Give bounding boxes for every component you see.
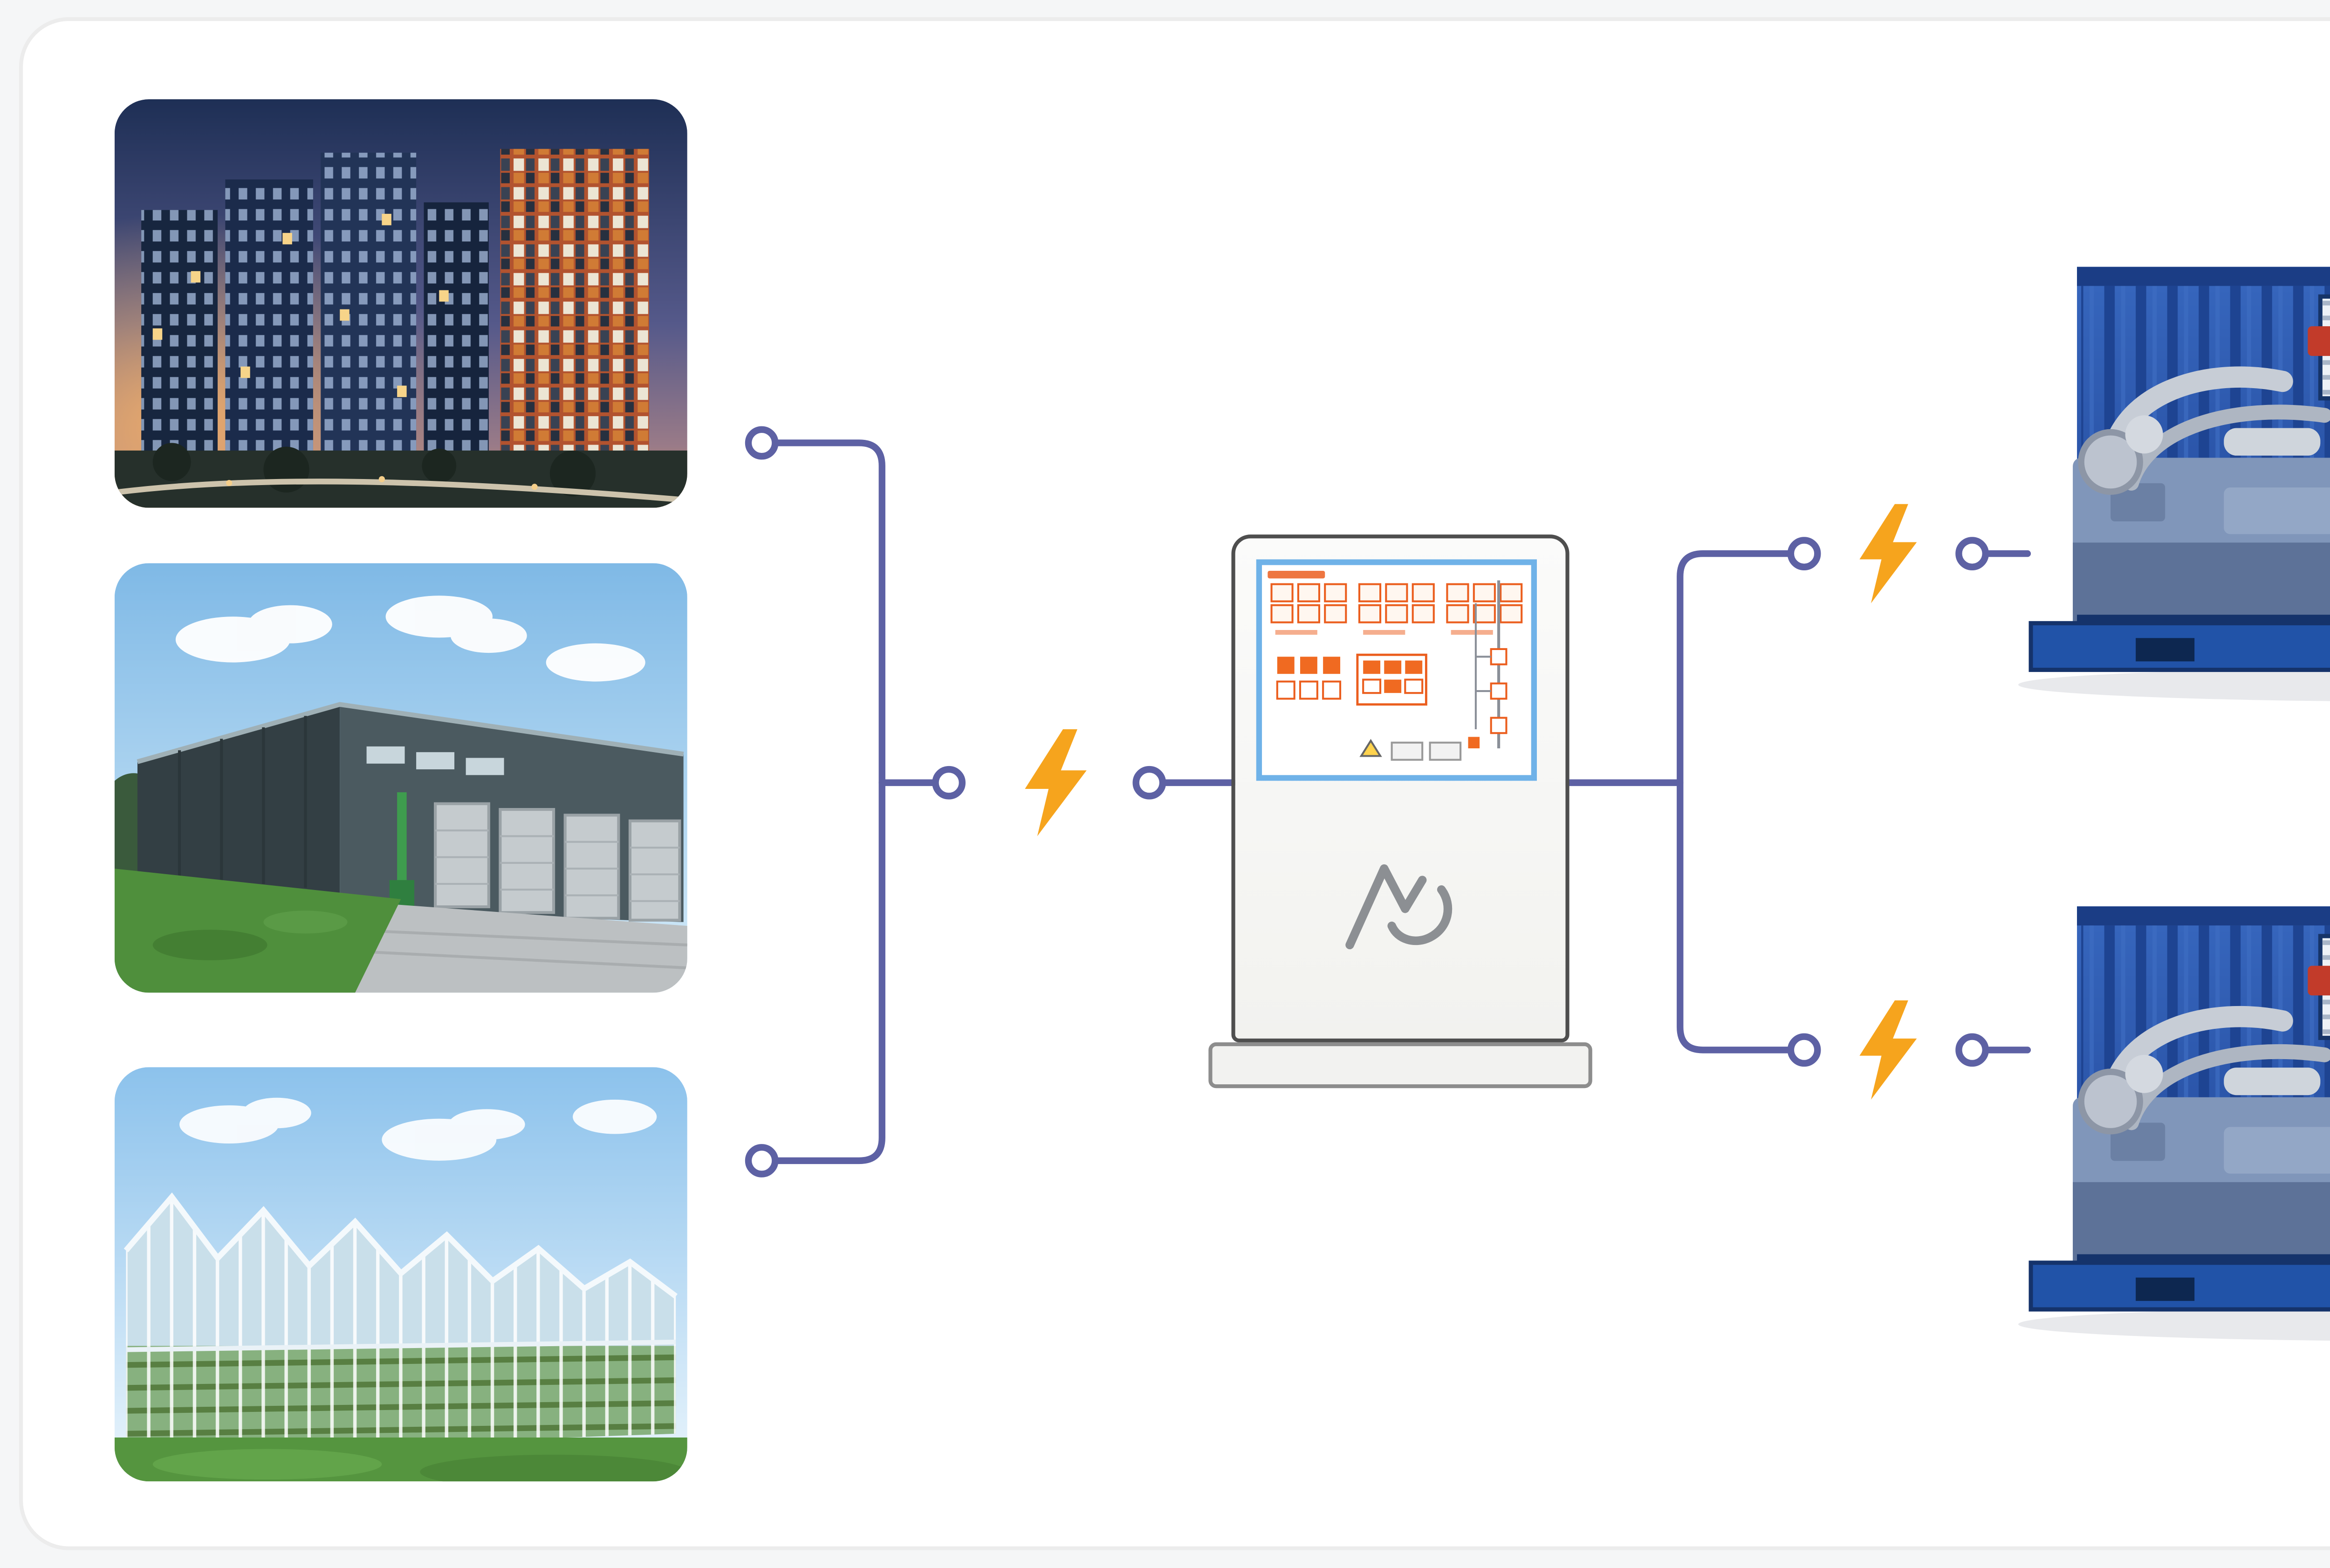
lightning-bolt-icon xyxy=(1859,1000,1917,1100)
clouds xyxy=(179,1097,657,1161)
genset-1 xyxy=(1909,233,2330,710)
photo-greenhouse-complex xyxy=(114,1067,687,1482)
genset-illustration xyxy=(1909,233,2330,710)
connection-node-circle xyxy=(1787,537,1821,570)
connection-node-circle xyxy=(1955,537,1989,570)
control-cabinet-base xyxy=(1208,1042,1592,1089)
lightning-bolt-icon xyxy=(1025,729,1087,836)
connection-node-circle xyxy=(1132,766,1166,800)
sawtooth-roofline xyxy=(123,1192,678,1299)
greenhouse-structure xyxy=(123,1192,678,1453)
right-bracket-wire xyxy=(1677,550,1792,1054)
genset-illustration xyxy=(1909,872,2330,1349)
photo-industrial-warehouse xyxy=(114,563,687,993)
grass xyxy=(114,1437,687,1482)
controller-screen-ui xyxy=(1268,570,1523,761)
greenhouse-illustration xyxy=(114,1067,687,1482)
genset-2 xyxy=(1909,872,2330,1349)
residential-illustration xyxy=(114,99,687,508)
roller-doors xyxy=(434,802,681,922)
controller-screen xyxy=(1256,559,1537,781)
clouds xyxy=(175,596,645,682)
mimic-diagram xyxy=(1468,580,1508,748)
connection-node-circle xyxy=(745,1144,779,1178)
connection-node-circle xyxy=(745,426,779,460)
warehouse-building xyxy=(137,702,684,922)
control-cabinet xyxy=(1231,534,1569,1042)
brand-logo-icon xyxy=(1345,864,1453,950)
warehouse-illustration xyxy=(114,563,687,993)
ground xyxy=(114,869,687,993)
connection-node-circle xyxy=(932,766,966,800)
lightning-bolt-icon xyxy=(1859,504,1917,603)
foreground-park xyxy=(114,443,687,508)
gauge-clusters xyxy=(1270,583,1523,623)
status-row xyxy=(1359,739,1462,761)
control-buttons xyxy=(1276,653,1427,706)
connection-node-circle xyxy=(1787,1033,1821,1067)
left-bracket-wire xyxy=(774,439,885,1164)
connection-node-circle xyxy=(1955,1033,1989,1067)
photo-residential-buildings xyxy=(114,99,687,508)
building-towers xyxy=(141,149,649,459)
